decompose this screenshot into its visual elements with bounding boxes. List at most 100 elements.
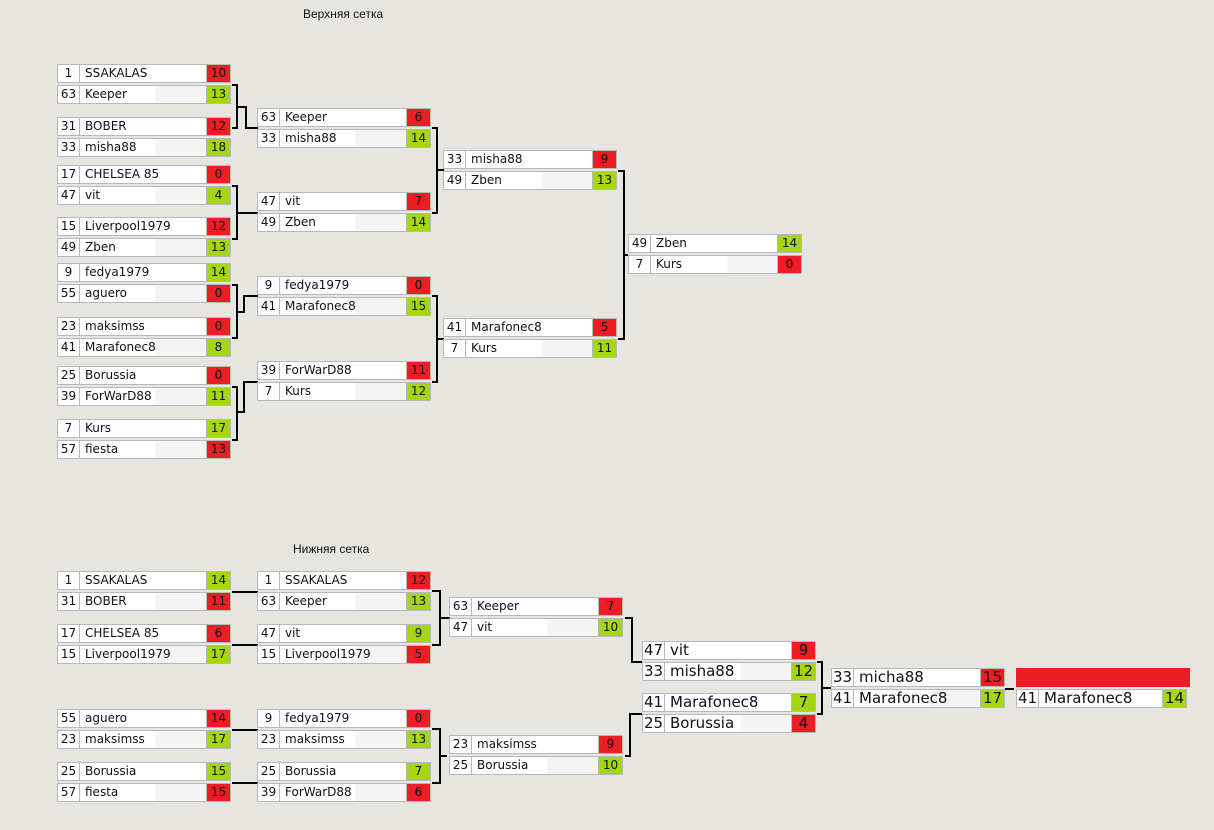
player-name: misha88 xyxy=(280,129,407,148)
player-score-win: 14 xyxy=(207,571,231,590)
player-name: Marafonec8 xyxy=(280,297,407,316)
player-name: Liverpool1979 xyxy=(280,645,407,664)
player-name: Borussia xyxy=(80,366,207,385)
player-seed: 47 xyxy=(57,186,80,205)
player-score-win: 13 xyxy=(207,85,231,104)
player-seed: 33 xyxy=(443,150,466,169)
player-seed: 47 xyxy=(257,624,280,643)
connector xyxy=(618,170,628,340)
player-name: Zben xyxy=(466,171,593,190)
player-score-lose: 9 xyxy=(593,150,617,169)
player-score-win: 9 xyxy=(407,624,431,643)
player-name: fedya1979 xyxy=(80,263,207,282)
player-seed: 1 xyxy=(57,571,80,590)
player-score-lose: 4 xyxy=(792,714,816,733)
player-seed: 15 xyxy=(57,217,80,236)
player-seed: 41 xyxy=(642,693,665,712)
connector xyxy=(625,617,642,663)
player-seed: 7 xyxy=(57,419,80,438)
player-name: Keeper xyxy=(280,592,407,611)
player-score-win: 14 xyxy=(207,263,231,282)
player-score-lose: 15 xyxy=(981,668,1005,687)
connector xyxy=(432,728,447,784)
player-name: Zben xyxy=(280,213,407,232)
player-seed: 7 xyxy=(628,255,651,274)
player-score-win: 17 xyxy=(207,645,231,664)
player-seed: 31 xyxy=(57,592,80,611)
player-seed: 23 xyxy=(57,730,80,749)
player-seed: 39 xyxy=(57,387,80,406)
player-name: SSAKALAS xyxy=(80,64,207,83)
player-score-win: 4 xyxy=(207,186,231,205)
player-score-lose: 0 xyxy=(407,709,431,728)
player-score-lose: 6 xyxy=(407,108,431,127)
player-score-lose: 7 xyxy=(407,192,431,211)
player-name: Keeper xyxy=(80,85,207,104)
player-seed: 63 xyxy=(449,597,472,616)
player-score-lose: 5 xyxy=(407,645,431,664)
player-name: vit xyxy=(665,641,792,660)
player-name: vit xyxy=(280,192,407,211)
player-seed: 57 xyxy=(57,440,80,459)
player-name: Borussia xyxy=(472,756,599,775)
player-seed: 55 xyxy=(57,284,80,303)
player-score-win: 13 xyxy=(207,238,231,257)
player-seed: 23 xyxy=(257,730,280,749)
player-score-lose: 14 xyxy=(207,709,231,728)
player-score-win: 14 xyxy=(1163,689,1187,708)
player-seed: 17 xyxy=(57,165,80,184)
player-seed: 41 xyxy=(831,689,854,708)
player-score-win: 14 xyxy=(407,129,431,148)
player-name: Marafonec8 xyxy=(466,318,593,337)
player-name: Kurs xyxy=(466,339,593,358)
player-name: BOBER xyxy=(80,592,207,611)
player-score-lose: 15 xyxy=(207,783,231,802)
player-seed: 47 xyxy=(449,618,472,637)
player-score-lose: 11 xyxy=(207,592,231,611)
player-score-lose: 5 xyxy=(593,318,617,337)
connector xyxy=(232,381,258,441)
player-name: Marafonec8 xyxy=(854,689,981,708)
player-seed: 17 xyxy=(57,624,80,643)
player-name: Liverpool1979 xyxy=(80,217,207,236)
player-name: Borussia xyxy=(280,762,407,781)
player-score-win: 8 xyxy=(207,338,231,357)
player-name: Marafonec8 xyxy=(1039,689,1163,708)
player-score-lose: 10 xyxy=(207,64,231,83)
player-seed: 25 xyxy=(57,762,80,781)
player-score-lose: 12 xyxy=(407,571,431,590)
player-seed: 23 xyxy=(57,317,80,336)
